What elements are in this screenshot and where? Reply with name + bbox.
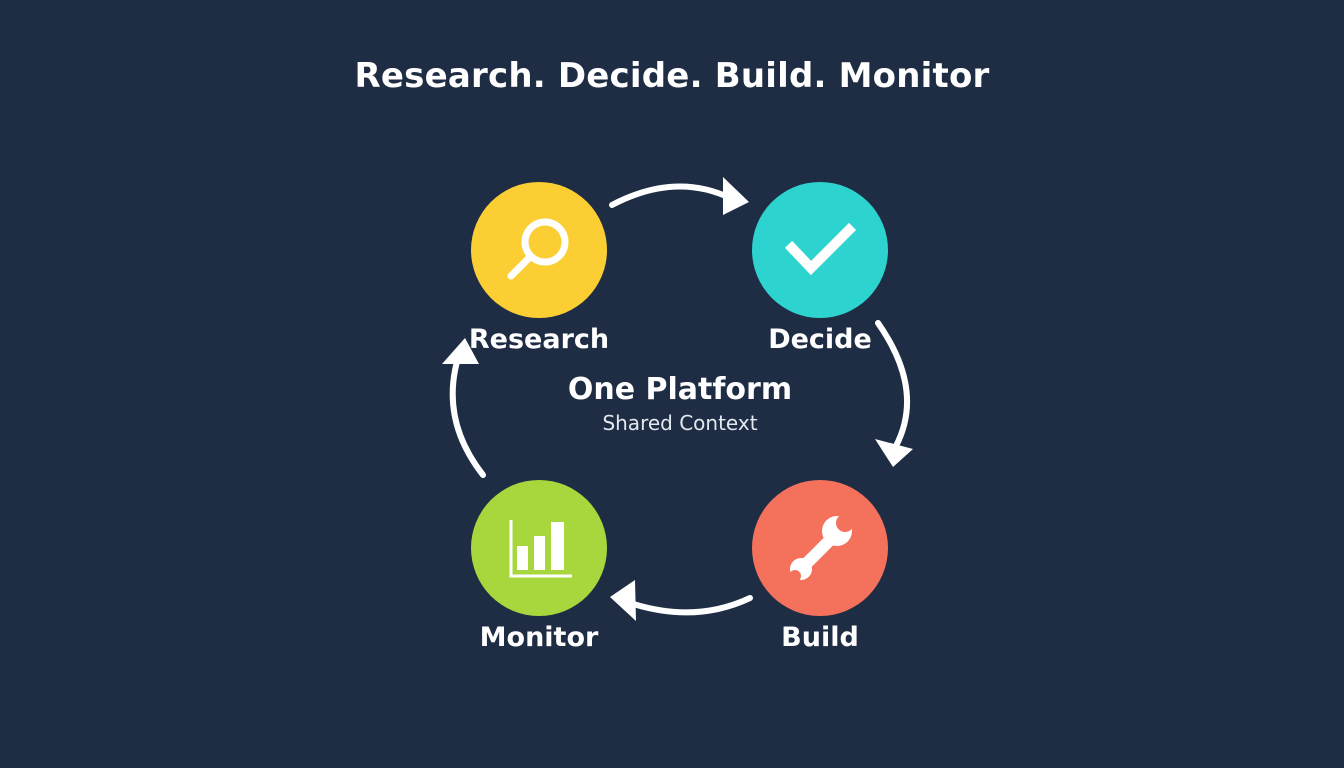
arrow-monitor-to-research <box>449 355 486 478</box>
research-circle <box>471 182 607 318</box>
arrow-decide-to-build <box>875 320 910 449</box>
diagram-title: Research. Decide. Build. Monitor <box>354 56 990 96</box>
center-title: One Platform <box>567 372 793 407</box>
arrowhead-decide-to-build <box>875 439 913 467</box>
monitor-label: Monitor <box>479 622 599 653</box>
decide-node <box>752 182 888 318</box>
research-label: Research <box>468 324 610 355</box>
decide-label: Decide <box>768 324 872 355</box>
monitor-node <box>471 480 607 616</box>
cycle-arrows <box>442 177 913 621</box>
magnifier-icon <box>507 218 569 280</box>
arrowhead-monitor-to-research <box>442 338 479 364</box>
bar-chart-icon <box>509 520 572 578</box>
arrowhead-build-to-monitor <box>610 580 636 621</box>
build-node <box>752 480 888 616</box>
center-subtitle: Shared Context <box>602 411 758 435</box>
arrow-build-to-monitor <box>627 595 753 616</box>
arrow-research-to-decide <box>609 183 733 208</box>
decide-circle <box>752 182 888 318</box>
build-label: Build <box>781 622 859 653</box>
arrowhead-research-to-decide <box>723 177 749 215</box>
research-node <box>471 182 607 318</box>
wrench-icon <box>789 514 854 582</box>
checkmark-icon <box>784 222 857 276</box>
